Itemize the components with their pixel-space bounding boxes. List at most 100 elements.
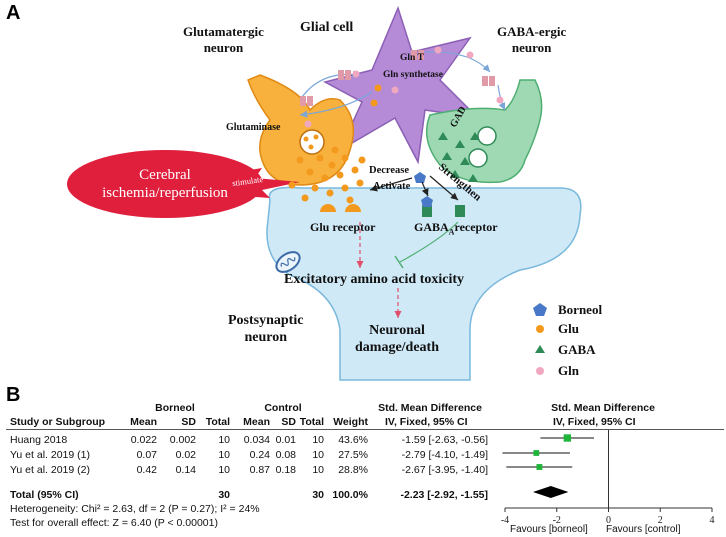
row-ci: -2.67 [-3.95, -1.40] xyxy=(401,464,488,476)
row-mean1: 0.07 xyxy=(136,449,157,461)
total-ci: -2.23 [-2.92, -1.55] xyxy=(400,489,488,501)
group-header-control: Control xyxy=(264,402,302,414)
decrease-label: Decrease xyxy=(369,165,410,176)
row-study: Yu et al. 2019 (2) xyxy=(10,464,90,476)
favours-left-label: Favours [borneol] xyxy=(510,524,588,535)
forest-tick-label: -2 xyxy=(553,515,561,526)
panel-b-letter: B xyxy=(6,384,21,406)
gaba-receptor-label: GABAAreceptor xyxy=(414,220,498,237)
panel-a-letter: A xyxy=(6,2,21,24)
borneol-central-icon xyxy=(414,172,426,183)
glu-dots xyxy=(288,146,366,204)
row-weight: 28.8% xyxy=(338,464,368,476)
legend-borneol-label: Borneol xyxy=(558,302,603,317)
glutaminase-label: Glutaminase xyxy=(226,122,281,133)
glu-receptor-left xyxy=(320,204,336,212)
col-sd1: SD xyxy=(181,416,196,428)
forest-point-marker xyxy=(536,464,543,470)
gaba-triangle-icon xyxy=(535,345,545,353)
glial-cell-body xyxy=(322,5,481,165)
total-total1: 30 xyxy=(218,489,230,501)
total-total2: 30 xyxy=(312,489,324,501)
postsynaptic-label: Postsynaptic neuron xyxy=(228,313,304,345)
row-total1: 10 xyxy=(218,464,230,476)
forest-tick-label: -4 xyxy=(501,515,509,526)
glutamatergic-label: Glutamatergic neuron xyxy=(183,24,264,55)
gln-t-label: Gln T xyxy=(400,53,424,63)
col-total1: Total xyxy=(205,416,230,428)
col-ci: IV, Fixed, 95% CI xyxy=(385,416,468,428)
col-study: Study or Subgroup xyxy=(10,416,106,428)
cerebral-ischemia-ellipse xyxy=(67,150,263,218)
row-total1: 10 xyxy=(218,434,230,446)
gln-synthetase-label: Gln synthetase xyxy=(383,70,443,80)
col-total2: Total xyxy=(299,416,324,428)
row-study: Yu et al. 2019 (1) xyxy=(10,449,90,461)
favours-right-label: Favours [control] xyxy=(606,524,681,535)
row-sd1: 0.02 xyxy=(175,449,196,461)
row-ci: -2.79 [-4.10, -1.49] xyxy=(401,449,488,461)
forest-tick-label: 4 xyxy=(710,515,715,526)
legend-glu-label: Glu xyxy=(558,321,579,336)
total-weight: 100.0% xyxy=(332,489,368,501)
row-total1: 10 xyxy=(218,449,230,461)
row-sd2: 0.01 xyxy=(275,434,296,446)
row-sd2: 0.18 xyxy=(275,464,296,476)
postsynaptic-neuron-body xyxy=(266,186,582,381)
row-weight: 43.6% xyxy=(338,434,368,446)
row-total2: 10 xyxy=(312,449,324,461)
col-weight: Weight xyxy=(333,416,368,428)
forest-pooled-diamond xyxy=(532,486,569,498)
row-mean1: 0.022 xyxy=(130,434,157,446)
row-sd1: 0.002 xyxy=(169,434,196,446)
row-sd2: 0.08 xyxy=(275,449,296,461)
gln-dot-icon xyxy=(536,367,544,375)
gabaergic-label: GABA-ergic neuron xyxy=(497,24,567,55)
col-sd2: SD xyxy=(281,416,296,428)
gaba-receptor-right xyxy=(455,205,465,217)
excitatory-toxicity-label: Excitatory amino acid toxicity xyxy=(284,272,465,287)
row-mean1: 0.42 xyxy=(136,464,157,476)
header-rule xyxy=(6,429,724,430)
row-total2: 10 xyxy=(312,464,324,476)
gaba-receptor-left xyxy=(422,205,432,217)
borneol-bound-icon xyxy=(421,196,433,207)
col-mean2: Mean xyxy=(243,416,270,428)
forest-tick-label: 0 xyxy=(606,515,611,526)
row-mean2: 0.87 xyxy=(249,464,270,476)
glu-dot-icon xyxy=(536,325,544,333)
forest-marks xyxy=(502,434,595,498)
forest-point-marker xyxy=(533,450,540,456)
glutamatergic-neuron-body xyxy=(247,74,355,186)
col-mean1: Mean xyxy=(130,416,157,428)
borneol-pentagon-icon xyxy=(533,303,547,316)
forest-point-marker xyxy=(563,434,572,442)
neuronal-damage-label: Neuronal damage/death xyxy=(355,323,439,355)
forest-plot: -4 -2 0 2 4 xyxy=(501,430,715,526)
legend-gln-label: Gln xyxy=(558,363,579,378)
overall-effect-text: Test for overall effect: Z = 6.40 (P < 0… xyxy=(10,517,218,529)
row-sd1: 0.14 xyxy=(175,464,196,476)
row-mean2: 0.034 xyxy=(243,434,270,446)
row-study: Huang 2018 xyxy=(10,434,68,446)
row-total2: 10 xyxy=(312,434,324,446)
col-ci-plot: IV, Fixed, 95% CI xyxy=(553,416,636,428)
group-header-smd: Std. Mean Difference xyxy=(378,402,482,414)
cerebral-ischemia-label: Cerebral ischemia/reperfusion xyxy=(102,167,228,201)
glu-receptor-right xyxy=(345,204,361,212)
neuron-diagram: Strengthen GAD xyxy=(67,5,582,381)
total-label: Total (95% CI) xyxy=(10,489,79,501)
forest-ticks: -4 -2 0 2 4 xyxy=(501,508,715,526)
activate-label: Activate xyxy=(373,181,411,192)
heterogeneity-text: Heterogeneity: Chi² = 2.63, df = 2 (P = … xyxy=(10,503,260,515)
glial-cell-label: Glial cell xyxy=(300,20,354,35)
mitochondrion-icon xyxy=(275,251,301,273)
row-weight: 27.5% xyxy=(338,449,368,461)
row-mean2: 0.24 xyxy=(249,449,270,461)
stimulate-bolt-icon xyxy=(220,168,300,198)
legend-gaba-label: GABA xyxy=(558,342,596,357)
row-ci: -1.59 [-2.63, -0.56] xyxy=(401,434,488,446)
glu-receptor-label: Glu receptor xyxy=(310,220,376,234)
forest-tick-label: 2 xyxy=(658,515,663,526)
group-header-borneol: Borneol xyxy=(155,402,195,414)
